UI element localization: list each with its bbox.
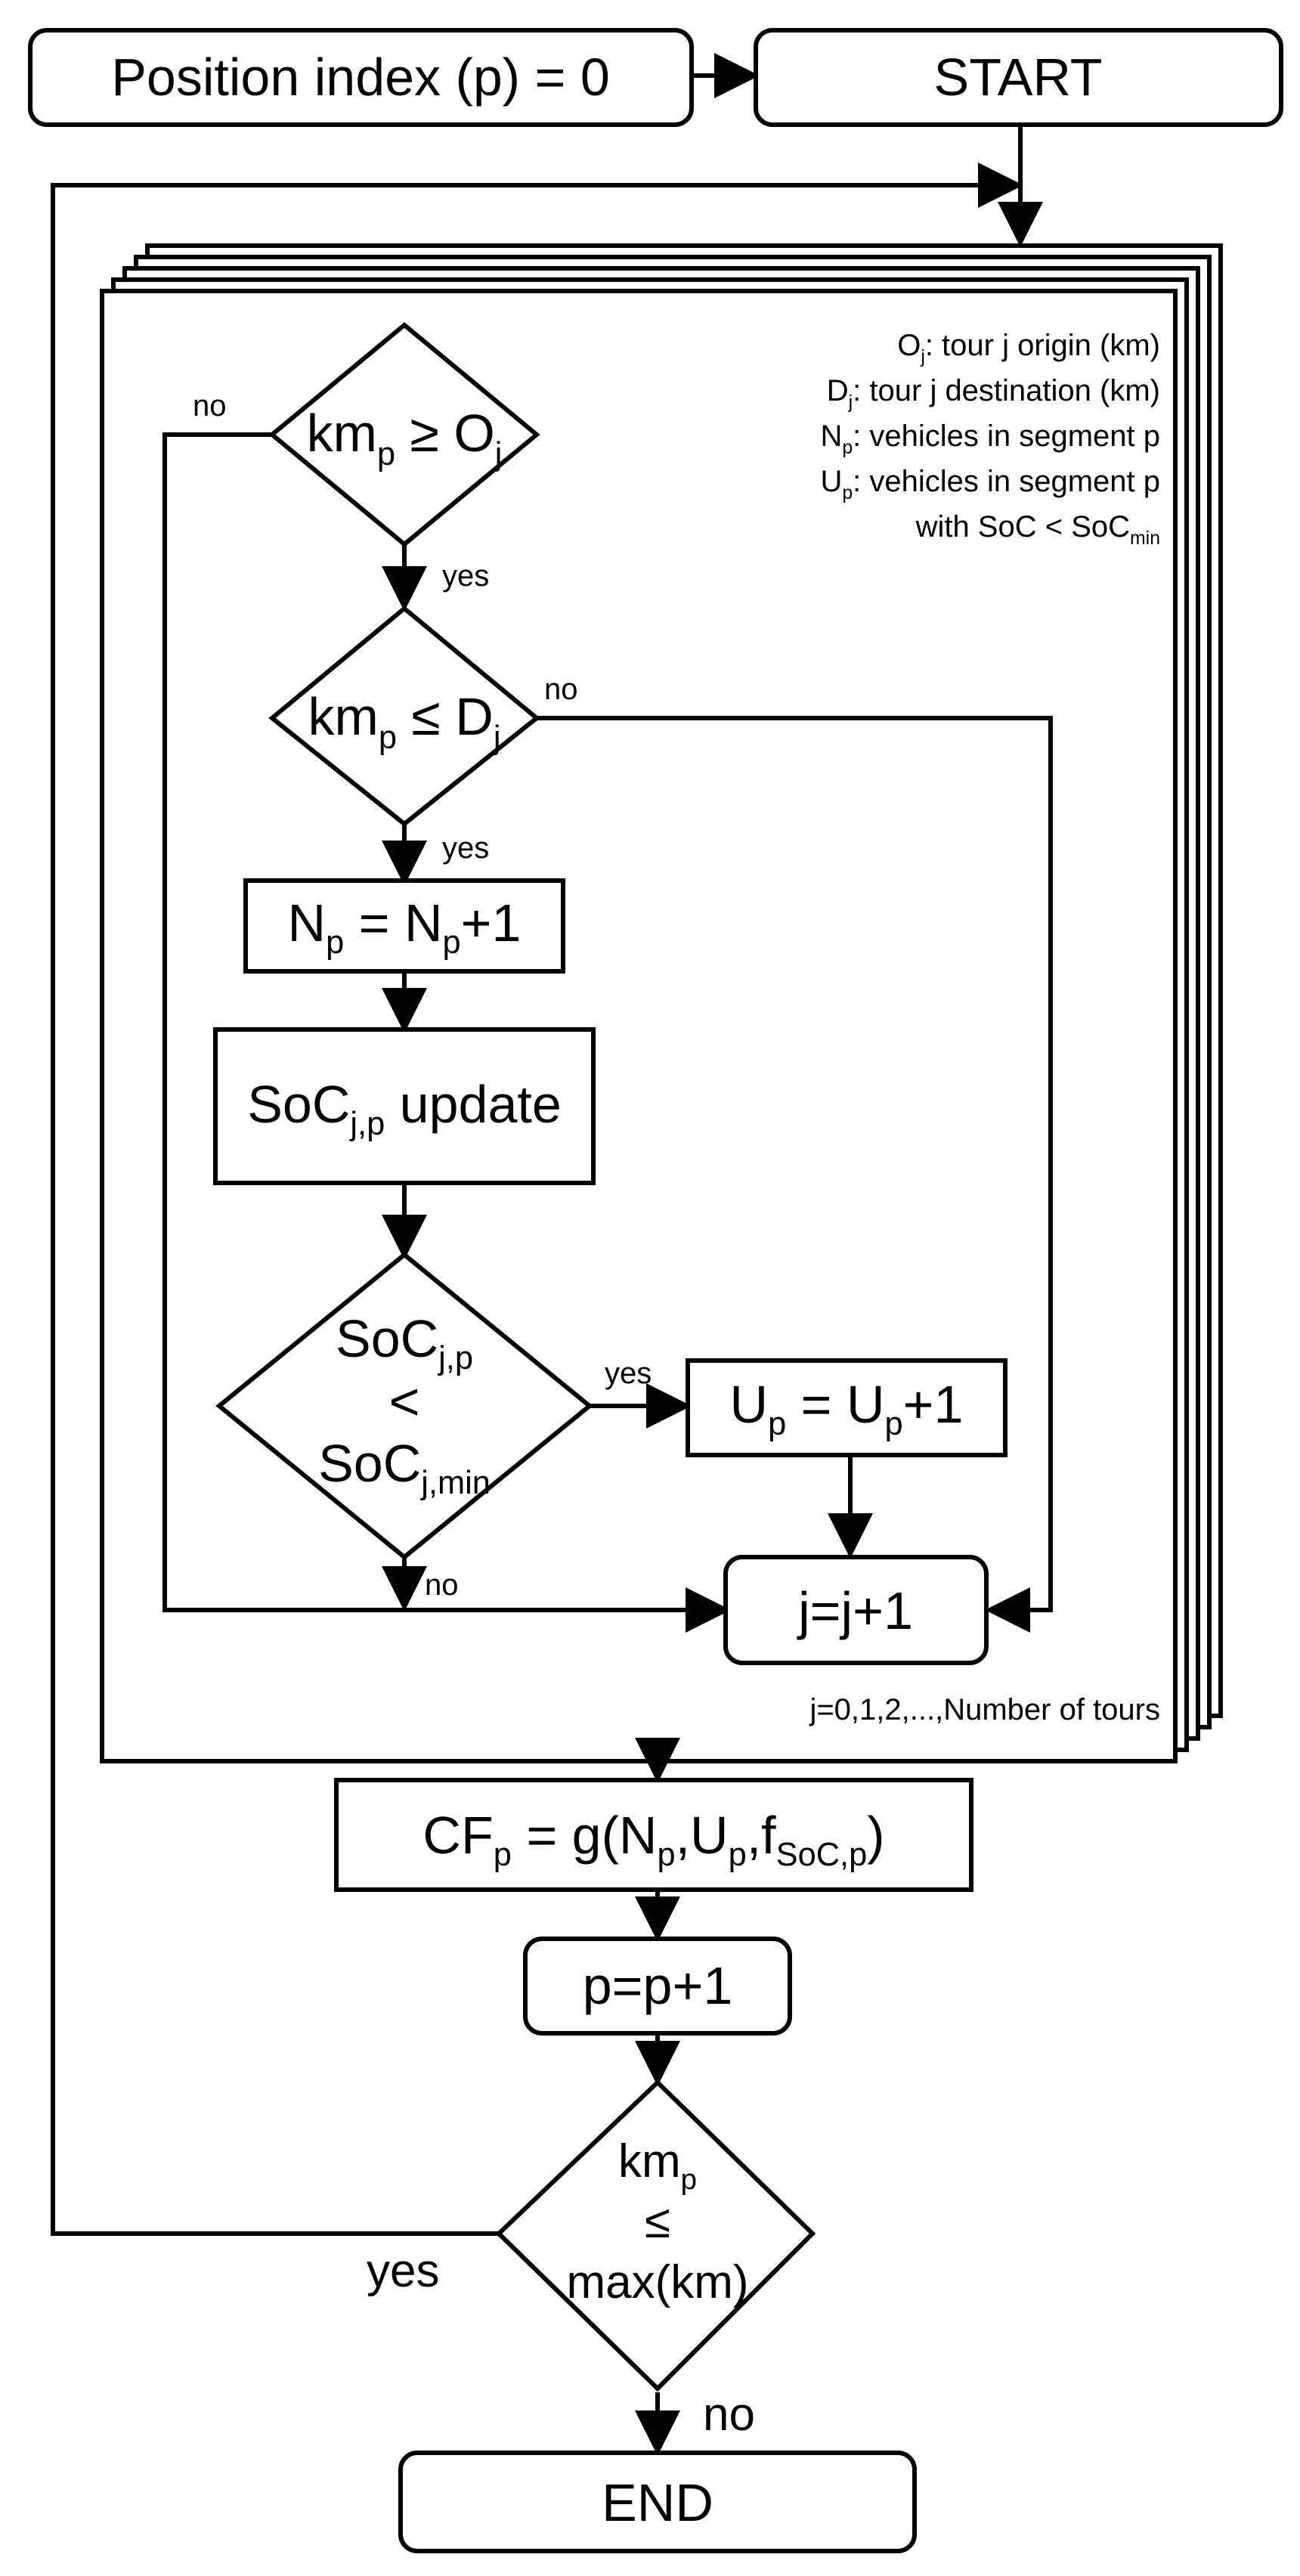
label-cond4-no: no	[703, 2389, 755, 2441]
decision-soc: SoCj,p < SoCj,min	[215, 1252, 593, 1560]
n-update-text: Np = Np+1	[288, 893, 522, 961]
cond-max-op: ≤	[645, 2196, 670, 2248]
position-index-text: Position index (p) = 0	[111, 48, 610, 107]
u-update-text: Up = Up+1	[730, 1375, 964, 1442]
node-cf: CFp = g(Np,Up,fSoC,p)	[334, 1778, 973, 1892]
soc-cond-top: SoCj,p	[336, 1309, 473, 1376]
cond-dest-text: kmp ≤ Dj	[308, 687, 501, 756]
legend-u: Up: vehicles in segment p	[820, 465, 1160, 503]
j-incr-text: j=j+1	[797, 1581, 913, 1640]
node-end: END	[398, 2451, 917, 2553]
cond-origin-text: kmp ≥ Oj	[307, 404, 503, 472]
legend-o: Oj: tour j origin (km)	[897, 329, 1160, 367]
label-cond2-no: no	[544, 673, 578, 706]
decision-origin: kmp ≥ Oj	[268, 322, 540, 547]
decision-max: kmp ≤ max(km)	[495, 2079, 816, 2392]
label-cond1-yes: yes	[442, 559, 489, 593]
decision-destination: kmp ≤ Dj	[268, 605, 540, 827]
soc-update-text: SoCj,p update	[247, 1075, 562, 1142]
start-text: START	[934, 48, 1103, 107]
node-j-increment: j=j+1	[723, 1555, 989, 1665]
node-u-update: Up = Up+1	[686, 1358, 1008, 1457]
node-p-increment: p=p+1	[523, 1937, 792, 2036]
legend: Oj: tour j origin (km) Dj: tour j destin…	[820, 329, 1160, 549]
cf-text: CFp = g(Np,Up,fSoC,p)	[422, 1806, 884, 1873]
node-soc-update: SoCj,p update	[213, 1027, 596, 1185]
cond-max-bottom: max(km)	[566, 2256, 748, 2308]
loop-frame	[100, 289, 1178, 1763]
soc-cond-op: <	[389, 1372, 420, 1431]
label-cond2-yes: yes	[442, 831, 489, 865]
legend-d: Dj: tour j destination (km)	[827, 374, 1160, 413]
node-start: START	[754, 28, 1283, 127]
arrow-cond1-no	[162, 432, 731, 1633]
end-text: END	[602, 2473, 713, 2532]
legend-u2: with SoC < SoCmin	[915, 510, 1160, 549]
arrow-loop-back	[51, 163, 1023, 2236]
label-cond3-yes: yes	[605, 1357, 652, 1390]
node-position-index: Position index (p) = 0	[28, 28, 694, 127]
branch-labels: no yes no yes yes no yes no	[193, 389, 755, 2441]
label-cond1-no: no	[193, 389, 227, 423]
label-cond4-yes: yes	[367, 2245, 439, 2297]
arrow-cond2-no	[537, 716, 1053, 1633]
legend-n: Np: vehicles in segment p	[820, 420, 1160, 458]
soc-cond-bottom: SoCj,min	[318, 1434, 491, 1501]
label-cond3-no: no	[425, 1568, 459, 1602]
node-n-update: Np = Np+1	[243, 878, 565, 974]
p-incr-text: p=p+1	[583, 1956, 733, 2015]
loop-note: j=0,1,2,...,Number of tours	[809, 1693, 1160, 1726]
cond-max-top: kmp	[618, 2135, 697, 2196]
connectors	[51, 53, 1053, 2456]
